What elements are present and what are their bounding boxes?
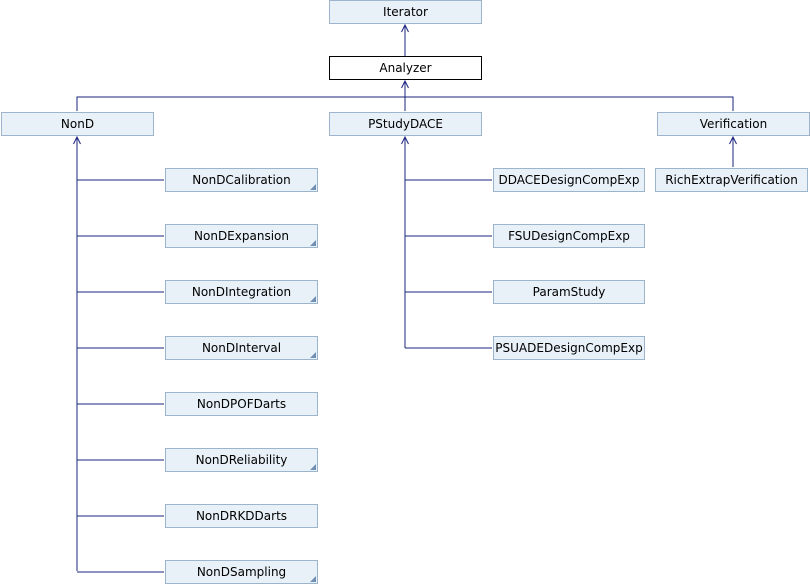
node-nondcalibration-label: NonDCalibration: [192, 173, 291, 187]
node-paramstudy[interactable]: ParamStudy: [493, 280, 645, 304]
node-nondrkddarts-label: NonDRKDDarts: [195, 509, 288, 523]
node-nondinterval-label: NonDInterval: [201, 341, 282, 355]
node-nondreliability-label: NonDReliability: [195, 453, 288, 467]
node-nond-label: NonD: [60, 117, 95, 131]
more-subclasses-icon: [310, 296, 316, 302]
arrowhead-nond: [73, 135, 81, 145]
edge-nond-analyzer: [76, 96, 405, 111]
node-paramstudy-label: ParamStudy: [532, 285, 606, 299]
node-nondrkddarts[interactable]: NonDRKDDarts: [165, 504, 318, 528]
node-psuadedesigncompexp-label: PSUADEDesignCompExp: [495, 341, 643, 355]
node-nondpofdarts[interactable]: NonDPOFDarts: [165, 392, 318, 416]
arrowhead-iterator: [401, 23, 409, 33]
node-pstudydace-label: PStudyDACE: [368, 117, 443, 131]
node-ddacedesigncompexp[interactable]: DDACEDesignCompExp: [493, 168, 645, 192]
node-analyzer-label: Analyzer: [379, 61, 432, 75]
node-nondsampling[interactable]: NonDSampling: [165, 560, 318, 584]
node-nondexpansion-label: NonDExpansion: [194, 229, 289, 243]
edge-verification-analyzer: [405, 96, 734, 111]
more-subclasses-icon: [310, 184, 316, 190]
arrowhead-analyzer: [401, 79, 409, 89]
node-nondintegration[interactable]: NonDIntegration: [165, 280, 318, 304]
node-nondpofdarts-label: NonDPOFDarts: [196, 397, 287, 411]
node-verification[interactable]: Verification: [657, 112, 810, 136]
node-fsudesigncompexp[interactable]: FSUDesignCompExp: [493, 224, 645, 248]
node-nondreliability[interactable]: NonDReliability: [165, 448, 318, 472]
node-richextrapverification-label: RichExtrapVerification: [665, 173, 798, 187]
node-nondcalibration[interactable]: NonDCalibration: [165, 168, 318, 192]
node-nondinterval[interactable]: NonDInterval: [165, 336, 318, 360]
node-analyzer: Analyzer: [329, 56, 482, 80]
node-verification-label: Verification: [699, 117, 768, 131]
node-nondintegration-label: NonDIntegration: [191, 285, 292, 299]
more-subclasses-icon: [310, 240, 316, 246]
node-psuadedesigncompexp[interactable]: PSUADEDesignCompExp: [493, 336, 645, 360]
node-pstudydace[interactable]: PStudyDACE: [329, 112, 482, 136]
more-subclasses-icon: [310, 576, 316, 582]
more-subclasses-icon: [310, 352, 316, 358]
node-nondsampling-label: NonDSampling: [196, 565, 287, 579]
node-richextrapverification[interactable]: RichExtrapVerification: [655, 168, 808, 192]
arrowhead-pstudydace: [401, 135, 409, 145]
node-nond[interactable]: NonD: [1, 112, 154, 136]
node-iterator-label: Iterator: [383, 5, 428, 19]
node-fsudesigncompexp-label: FSUDesignCompExp: [508, 229, 630, 243]
node-ddacedesigncompexp-label: DDACEDesignCompExp: [498, 173, 640, 187]
arrowhead-verification: [729, 135, 737, 145]
node-nondexpansion[interactable]: NonDExpansion: [165, 224, 318, 248]
more-subclasses-icon: [310, 464, 316, 470]
node-iterator[interactable]: Iterator: [329, 0, 482, 24]
